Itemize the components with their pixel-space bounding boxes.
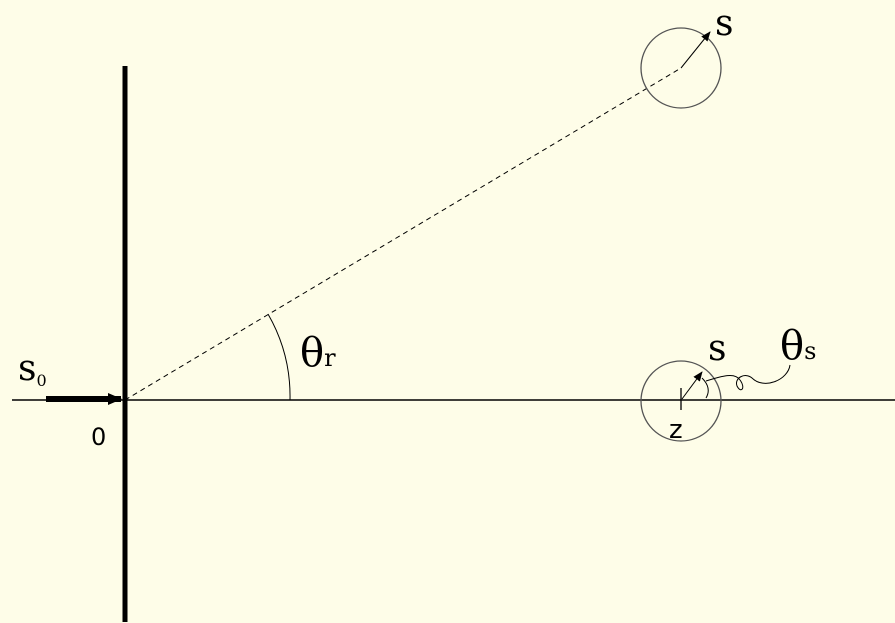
incident-label: s0	[18, 348, 47, 390]
angle-arc-s	[701, 377, 709, 399]
bottom-scatter-label: s	[708, 328, 726, 369]
top-circle	[640, 27, 722, 109]
bottom-circle	[640, 360, 722, 442]
origin-label: 0	[91, 423, 106, 451]
theta-s-leader	[705, 364, 791, 391]
bottom-scatter-arrow	[681, 371, 703, 400]
theta-r-label: θr	[300, 330, 336, 376]
z-label: z	[669, 415, 683, 445]
angle-arc-r	[267, 313, 291, 401]
dashed-ray	[124, 67, 682, 401]
top-scatter-label: s	[715, 3, 733, 44]
top-scatter-arrow	[680, 31, 711, 69]
theta-s-label: θs	[780, 323, 816, 369]
